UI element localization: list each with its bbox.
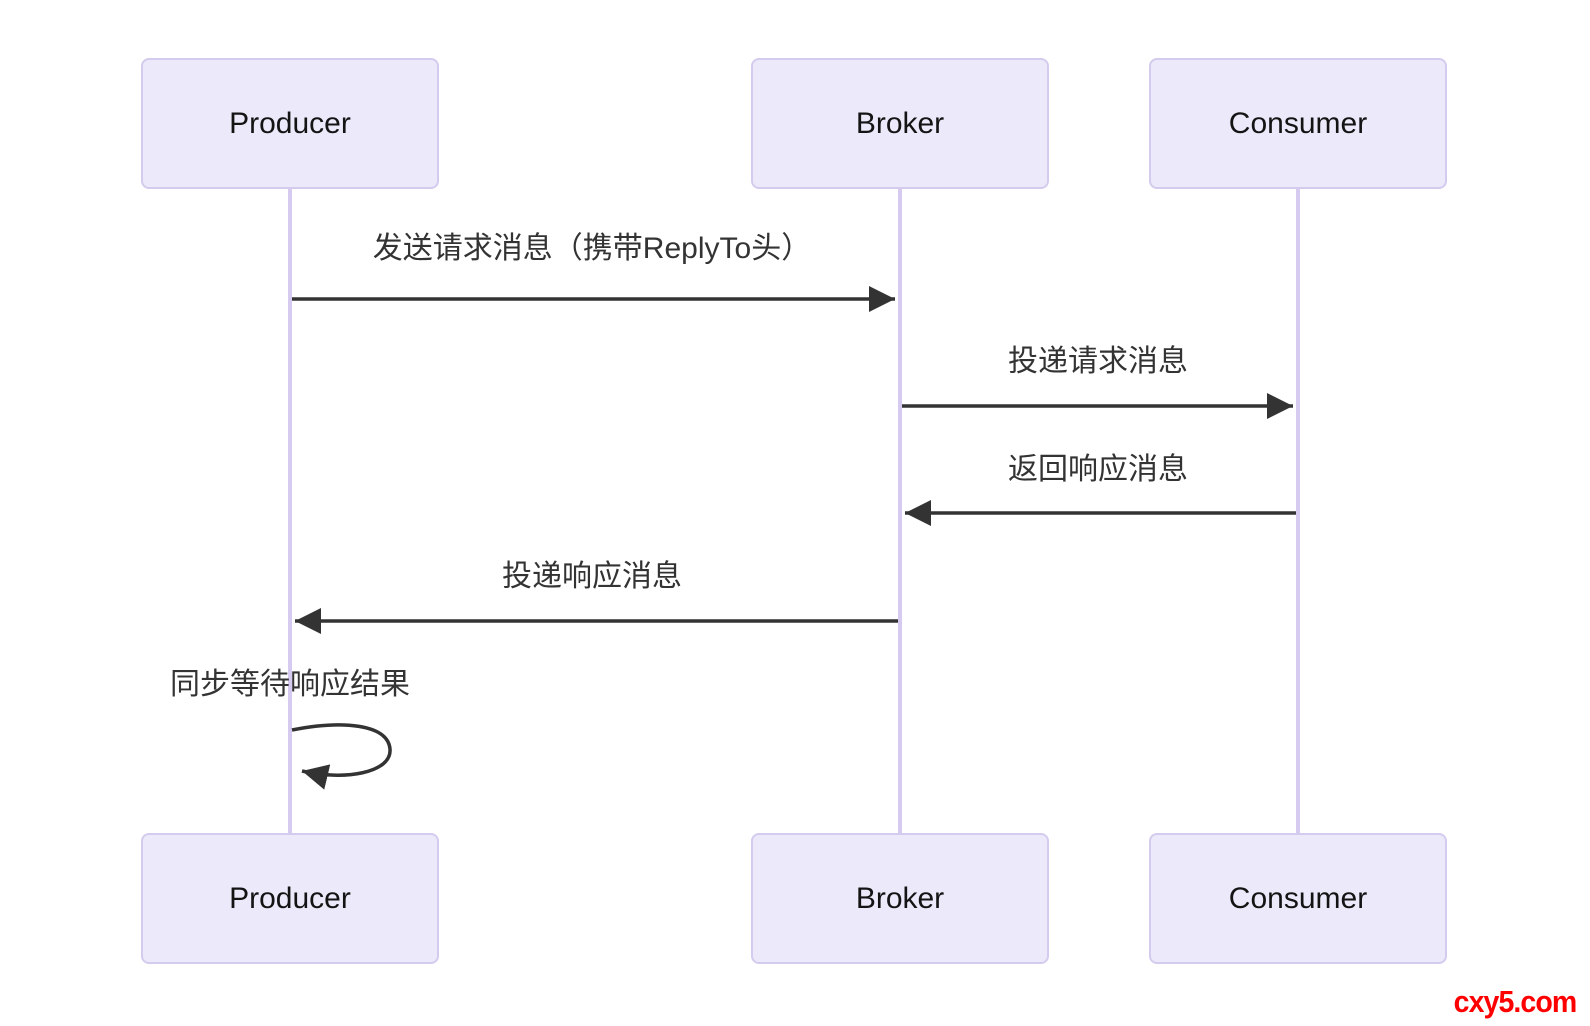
self-loop-arrow [291,723,392,790]
actor-label-broker: Broker [855,881,945,915]
actor-box-broker-top: Broker [751,58,1049,189]
actor-box-producer-bottom: Producer [141,833,439,964]
actor-label-producer: Producer [229,106,351,140]
message-label-1: 发送请求消息（携带ReplyTo头） [372,232,812,265]
actor-label-consumer: Consumer [1228,881,1368,915]
actor-box-consumer-top: Consumer [1149,58,1447,189]
watermark-text: cxy5.com [1453,984,1577,1019]
message-label-2: 投递请求消息 [1008,345,1188,378]
actor-box-producer-top: Producer [141,58,439,189]
actor-label-consumer: Consumer [1228,106,1368,140]
actor-box-consumer-bottom: Consumer [1149,833,1447,964]
actor-label-broker: Broker [855,106,945,140]
actor-box-broker-bottom: Broker [751,833,1049,964]
message-label-5: 同步等待响应结果 [170,668,410,701]
actor-label-producer: Producer [229,881,351,915]
message-label-3: 返回响应消息 [1008,453,1188,486]
message-label-4: 投递响应消息 [502,560,682,593]
